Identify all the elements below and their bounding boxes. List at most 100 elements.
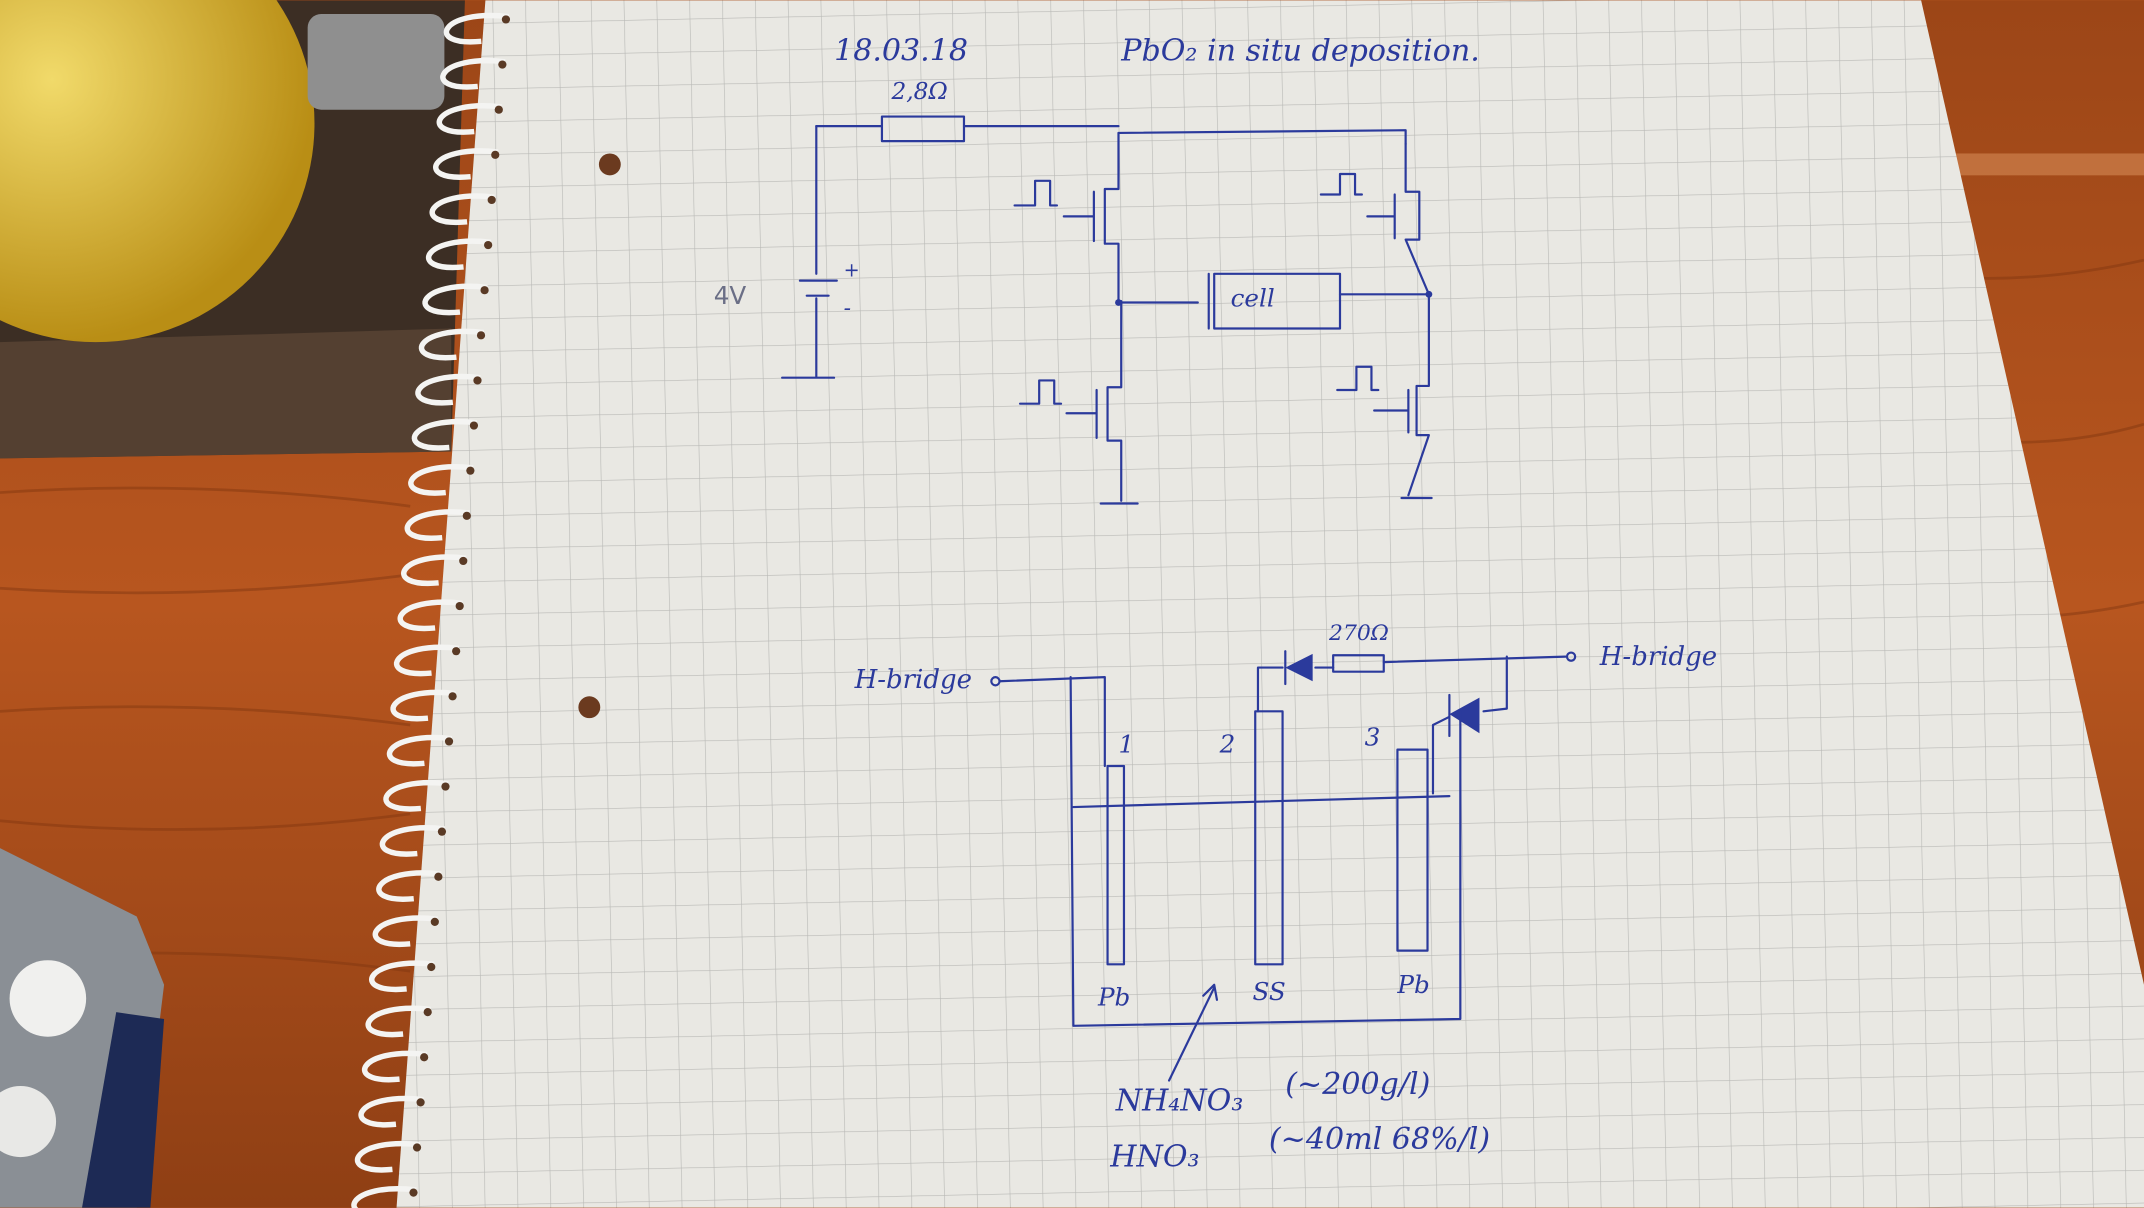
- spiral-hole: [466, 466, 475, 475]
- diode-icon: [1285, 653, 1313, 682]
- resistor-icon: [1332, 654, 1385, 673]
- spiral-ring: [436, 103, 502, 135]
- punch-hole: [598, 153, 621, 176]
- battery-minus-label: -: [844, 296, 851, 321]
- mosfet-top-left-icon: [1013, 131, 1120, 303]
- spiral-ring: [408, 464, 474, 496]
- spiral-ring: [354, 1140, 421, 1173]
- spiral-hole: [416, 1098, 425, 1107]
- spiral-ring: [365, 1005, 431, 1038]
- spiral-ring: [379, 825, 445, 857]
- cell-label: cell: [1231, 284, 1275, 313]
- spiral-hole: [494, 105, 503, 114]
- wire: [815, 125, 1407, 145]
- resistor-icon: [880, 115, 966, 143]
- yellow-dish: [0, 0, 315, 343]
- spiral-hole: [501, 15, 511, 24]
- electrode-3: [1396, 748, 1429, 952]
- punch-hole: [578, 696, 601, 719]
- cell-box: [1213, 272, 1342, 330]
- electrode-2: [1254, 710, 1284, 966]
- spiral-hole: [462, 511, 471, 520]
- electrolyte-1-compound: NH₄NO₃: [1115, 1084, 1244, 1119]
- series-resistor-label: 2,8Ω: [891, 78, 948, 105]
- metal-clip: [307, 13, 445, 110]
- spiral-hole: [476, 331, 486, 340]
- spiral-hole: [484, 240, 493, 250]
- spiral-hole: [444, 737, 454, 746]
- wire: [1256, 655, 1567, 795]
- electrode-1: [1106, 764, 1126, 966]
- spiral-hole: [412, 1143, 422, 1152]
- spiral-hole: [498, 60, 507, 69]
- electrolyte-2-amount: (~40ml 68%/l): [1269, 1122, 1490, 1157]
- spiral-hole: [441, 782, 450, 791]
- spiral-ring: [372, 915, 438, 948]
- spiral-binding: [351, 12, 511, 1208]
- spiral-ring: [433, 148, 499, 180]
- electrolyte-1-amount: (~200g/l): [1285, 1067, 1430, 1102]
- spiral-hole: [473, 376, 482, 385]
- spiral-hole: [430, 917, 439, 927]
- spiral-ring: [390, 689, 456, 722]
- supply-voltage-label: 4V: [714, 281, 747, 310]
- h-bridge-left-label: H-bridge: [854, 665, 972, 695]
- terminal-icon: [1565, 651, 1577, 662]
- spiral-ring: [426, 238, 492, 271]
- electrode-3-number: 3: [1365, 723, 1381, 752]
- liquid-level: [1072, 795, 1451, 809]
- spiral-ring: [369, 960, 435, 993]
- spiral-hole: [437, 827, 447, 836]
- table-plank-edge: [1941, 153, 2144, 176]
- wire: [1117, 272, 1430, 330]
- spiral-ring: [440, 58, 506, 90]
- spiral-ring: [443, 12, 509, 45]
- power-circuit: 2,8Ω 4V + - cell: [714, 78, 1433, 505]
- spiral-hole: [452, 647, 461, 656]
- spiral-hole: [448, 692, 457, 701]
- header-title: PbO₂ in situ deposition.: [1120, 33, 1480, 68]
- spiral-hole: [423, 1008, 432, 1017]
- spiral-ring: [397, 599, 463, 632]
- mosfet-bottom-left-icon: [1018, 300, 1139, 505]
- spiral-hole: [409, 1188, 418, 1197]
- spiral-hole: [480, 286, 489, 295]
- spiral-hole: [491, 150, 500, 159]
- header-date: 18.03.18: [834, 33, 968, 68]
- diode-icon: [1449, 697, 1480, 734]
- electrode-2-material: SS: [1252, 977, 1285, 1006]
- spiral-ring: [404, 509, 470, 541]
- spiral-ring: [422, 283, 488, 316]
- spiral-ring: [362, 1050, 428, 1083]
- electrode-1-material: Pb: [1097, 982, 1130, 1011]
- spiral-hole: [459, 556, 468, 566]
- wire: [998, 676, 1106, 768]
- spiral-ring: [394, 644, 460, 677]
- spiral-hole: [455, 601, 464, 611]
- pen: [82, 1012, 165, 1208]
- spiral-ring: [386, 734, 453, 767]
- spiral-ring: [401, 554, 467, 587]
- mosfet-bottom-right-icon: [1336, 293, 1433, 500]
- spiral-ring: [429, 193, 495, 226]
- spiral-hole: [434, 872, 443, 881]
- electrode-3-material: Pb: [1396, 970, 1429, 999]
- spiral-ring: [415, 373, 481, 406]
- electrode-1-number: 1: [1118, 729, 1134, 758]
- battery-icon: [781, 125, 838, 379]
- beaker-icon: [1069, 676, 1462, 1027]
- mosfet-top-right-icon: [1319, 142, 1430, 296]
- spiral-ring: [411, 418, 477, 451]
- spiral-hole: [420, 1053, 429, 1062]
- spiral-ring: [418, 328, 485, 361]
- graph-paper-page: [396, 0, 2144, 1208]
- electrode-2-number: 2: [1219, 729, 1236, 758]
- spiral-ring: [376, 870, 442, 902]
- spiral-hole: [487, 195, 496, 205]
- h-bridge-right-label: H-bridge: [1599, 642, 1717, 672]
- spiral-hole: [469, 421, 479, 430]
- resistor-270-label: 270Ω: [1328, 621, 1389, 646]
- arrow-icon: [1167, 983, 1219, 1082]
- spiral-ring: [383, 779, 449, 812]
